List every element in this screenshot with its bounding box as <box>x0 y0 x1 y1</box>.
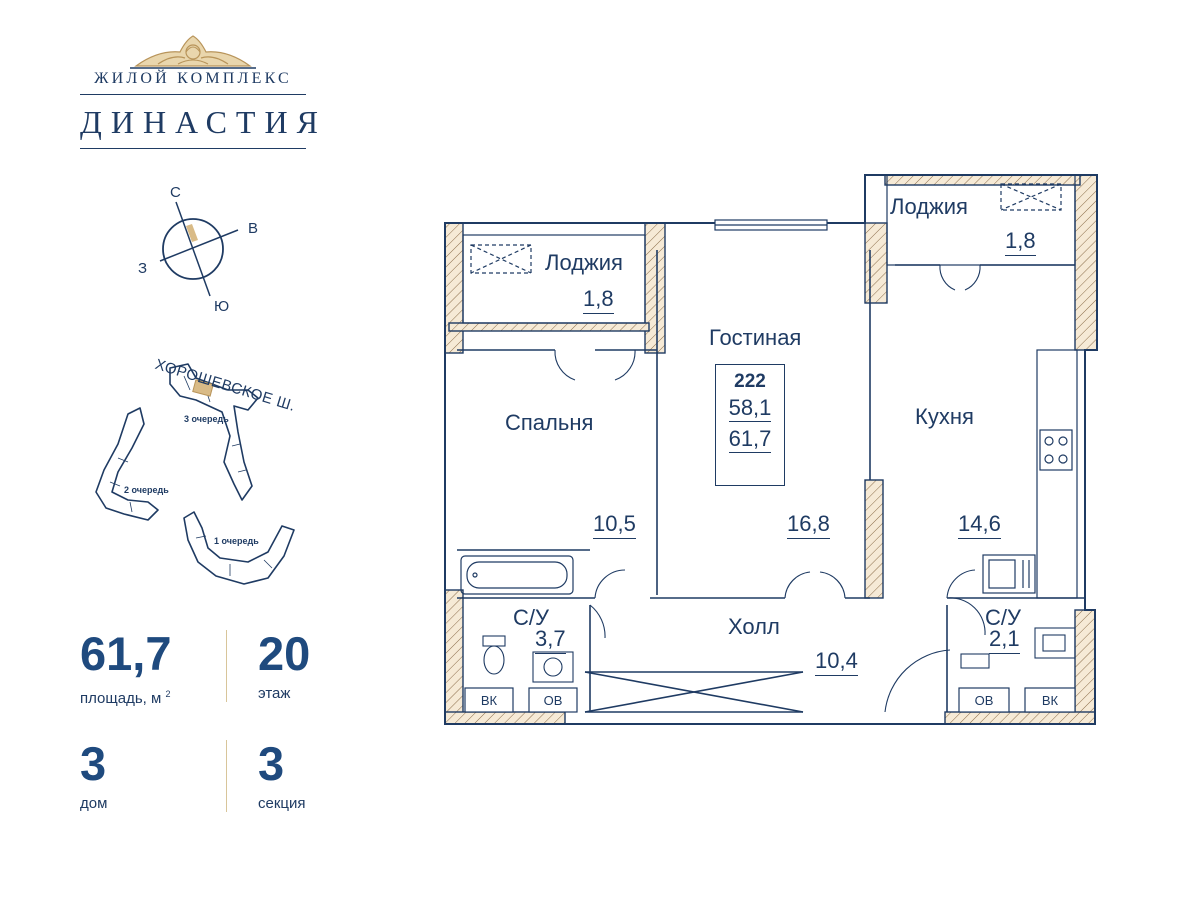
bathroom-right-label: С/У <box>985 605 1021 630</box>
heating-riser-left: ОВ <box>543 693 563 708</box>
loggia-left-label: Лоджия <box>545 250 623 275</box>
hall-area: 10,4 <box>815 648 858 676</box>
bathroom-left-label: С/У <box>513 605 549 630</box>
site-queue-3-label: 3 очередь <box>184 414 229 424</box>
water-riser-right: ВК <box>1041 693 1059 708</box>
area-label: площадь, м 2 <box>80 689 171 707</box>
loggia-right-label: Лоджия <box>890 194 968 219</box>
compass: С В Ю З <box>130 184 280 316</box>
heating-riser-right: ОВ <box>974 693 994 708</box>
bathroom-left-area: 3,7 <box>535 626 566 654</box>
site-plan-map <box>95 363 295 585</box>
compass-east-label: В <box>248 220 259 237</box>
logo-pre-title: ЖИЛОЙ КОМПЛЕКС <box>94 70 292 87</box>
living-room-label: Гостиная <box>709 325 802 350</box>
floor-plan-drawing <box>444 174 1098 725</box>
bedroom-area: 10,5 <box>593 511 636 539</box>
crown-ornament-icon <box>130 35 256 69</box>
logo-title: ДИНАСТИЯ <box>80 104 327 140</box>
bathroom-right-area: 2,1 <box>989 626 1020 654</box>
floor-label: этаж <box>258 685 291 702</box>
kitchen-label: Кухня <box>915 404 974 429</box>
stat-divider <box>226 630 227 702</box>
area-unit-superscript: 2 <box>165 689 171 699</box>
hall-label: Холл <box>728 614 780 639</box>
section-value: 3 <box>258 737 285 790</box>
floor-plan: Лоджия 1,8 Лоджия 1,8 Гостиная 16,8 Спал… <box>395 80 1195 825</box>
site-plan: ХОРОШЕВСКОЕ Ш. 3 очередь 2 очередь 1 оче… <box>88 332 328 592</box>
floor-value: 20 <box>258 627 311 680</box>
unit-living-area: 58,1 <box>728 395 772 422</box>
unit-number: 222 <box>734 371 766 392</box>
living-room-area: 16,8 <box>787 511 830 539</box>
loggia-left-area: 1,8 <box>583 286 614 314</box>
house-label: дом <box>80 795 108 812</box>
area-value: 61,7 <box>80 627 172 680</box>
logo-divider <box>80 94 306 95</box>
house-value: 3 <box>80 737 107 790</box>
compass-south-label: Ю <box>214 298 230 315</box>
loggia-right-area: 1,8 <box>1005 228 1036 256</box>
site-queue-1-label: 1 очередь <box>214 536 259 546</box>
compass-west-label: З <box>138 260 148 277</box>
section-label: секция <box>258 795 306 812</box>
unit-total-area: 61,7 <box>728 426 772 453</box>
compass-rose-icon <box>159 201 239 297</box>
site-queue-2-label: 2 очередь <box>124 485 169 495</box>
water-riser-left: ВК <box>480 693 498 708</box>
kitchen-area: 14,6 <box>958 511 1001 539</box>
logo: ЖИЛОЙ КОМПЛЕКС ДИНАСТИЯ <box>80 28 327 154</box>
compass-north-label: С <box>170 184 181 201</box>
stat-divider <box>226 740 227 812</box>
bedroom-label: Спальня <box>505 410 594 435</box>
unit-info-box: 222 58,1 61,7 <box>715 364 785 486</box>
logo-divider <box>80 148 306 149</box>
